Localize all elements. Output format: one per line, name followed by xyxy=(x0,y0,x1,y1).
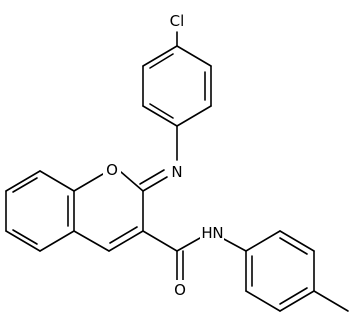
bond xyxy=(142,105,178,127)
bond xyxy=(279,290,315,312)
bond xyxy=(39,170,75,192)
carbonyl-oxygen-atom-label: O xyxy=(174,281,186,299)
bond xyxy=(176,45,212,67)
atom-labels: Cl O N O H N xyxy=(103,10,224,300)
amide-nitrogen-label: N xyxy=(212,224,223,242)
bond xyxy=(279,230,315,252)
bond xyxy=(142,230,178,252)
ring-oxygen-atom-label: O xyxy=(106,161,118,179)
bond xyxy=(279,237,308,255)
bond xyxy=(139,169,165,185)
bond xyxy=(109,226,138,244)
bond xyxy=(221,237,247,252)
bond xyxy=(73,173,104,192)
bond xyxy=(149,53,174,69)
chlorophenyl-ring xyxy=(142,31,212,161)
chromene-core xyxy=(5,169,168,252)
imine-nitrogen-atom-label: N xyxy=(171,163,182,181)
chlorine-atom-label: Cl xyxy=(170,12,185,30)
bond xyxy=(142,45,178,67)
bond xyxy=(176,237,201,252)
bond xyxy=(245,230,281,252)
bond xyxy=(73,230,110,252)
bond xyxy=(176,105,212,127)
bond xyxy=(313,290,349,312)
bond xyxy=(279,287,308,305)
bond xyxy=(245,290,281,312)
bond xyxy=(5,230,41,252)
carboxamide-group xyxy=(142,230,247,281)
amide-hydrogen-label: H xyxy=(201,224,212,242)
bond xyxy=(5,170,41,192)
tolyl-ring xyxy=(245,230,349,312)
bond xyxy=(142,176,168,192)
bond xyxy=(12,229,38,245)
bond xyxy=(12,177,38,193)
bond xyxy=(120,171,144,192)
bond xyxy=(39,230,75,252)
bond xyxy=(108,230,144,252)
bond xyxy=(149,103,174,119)
